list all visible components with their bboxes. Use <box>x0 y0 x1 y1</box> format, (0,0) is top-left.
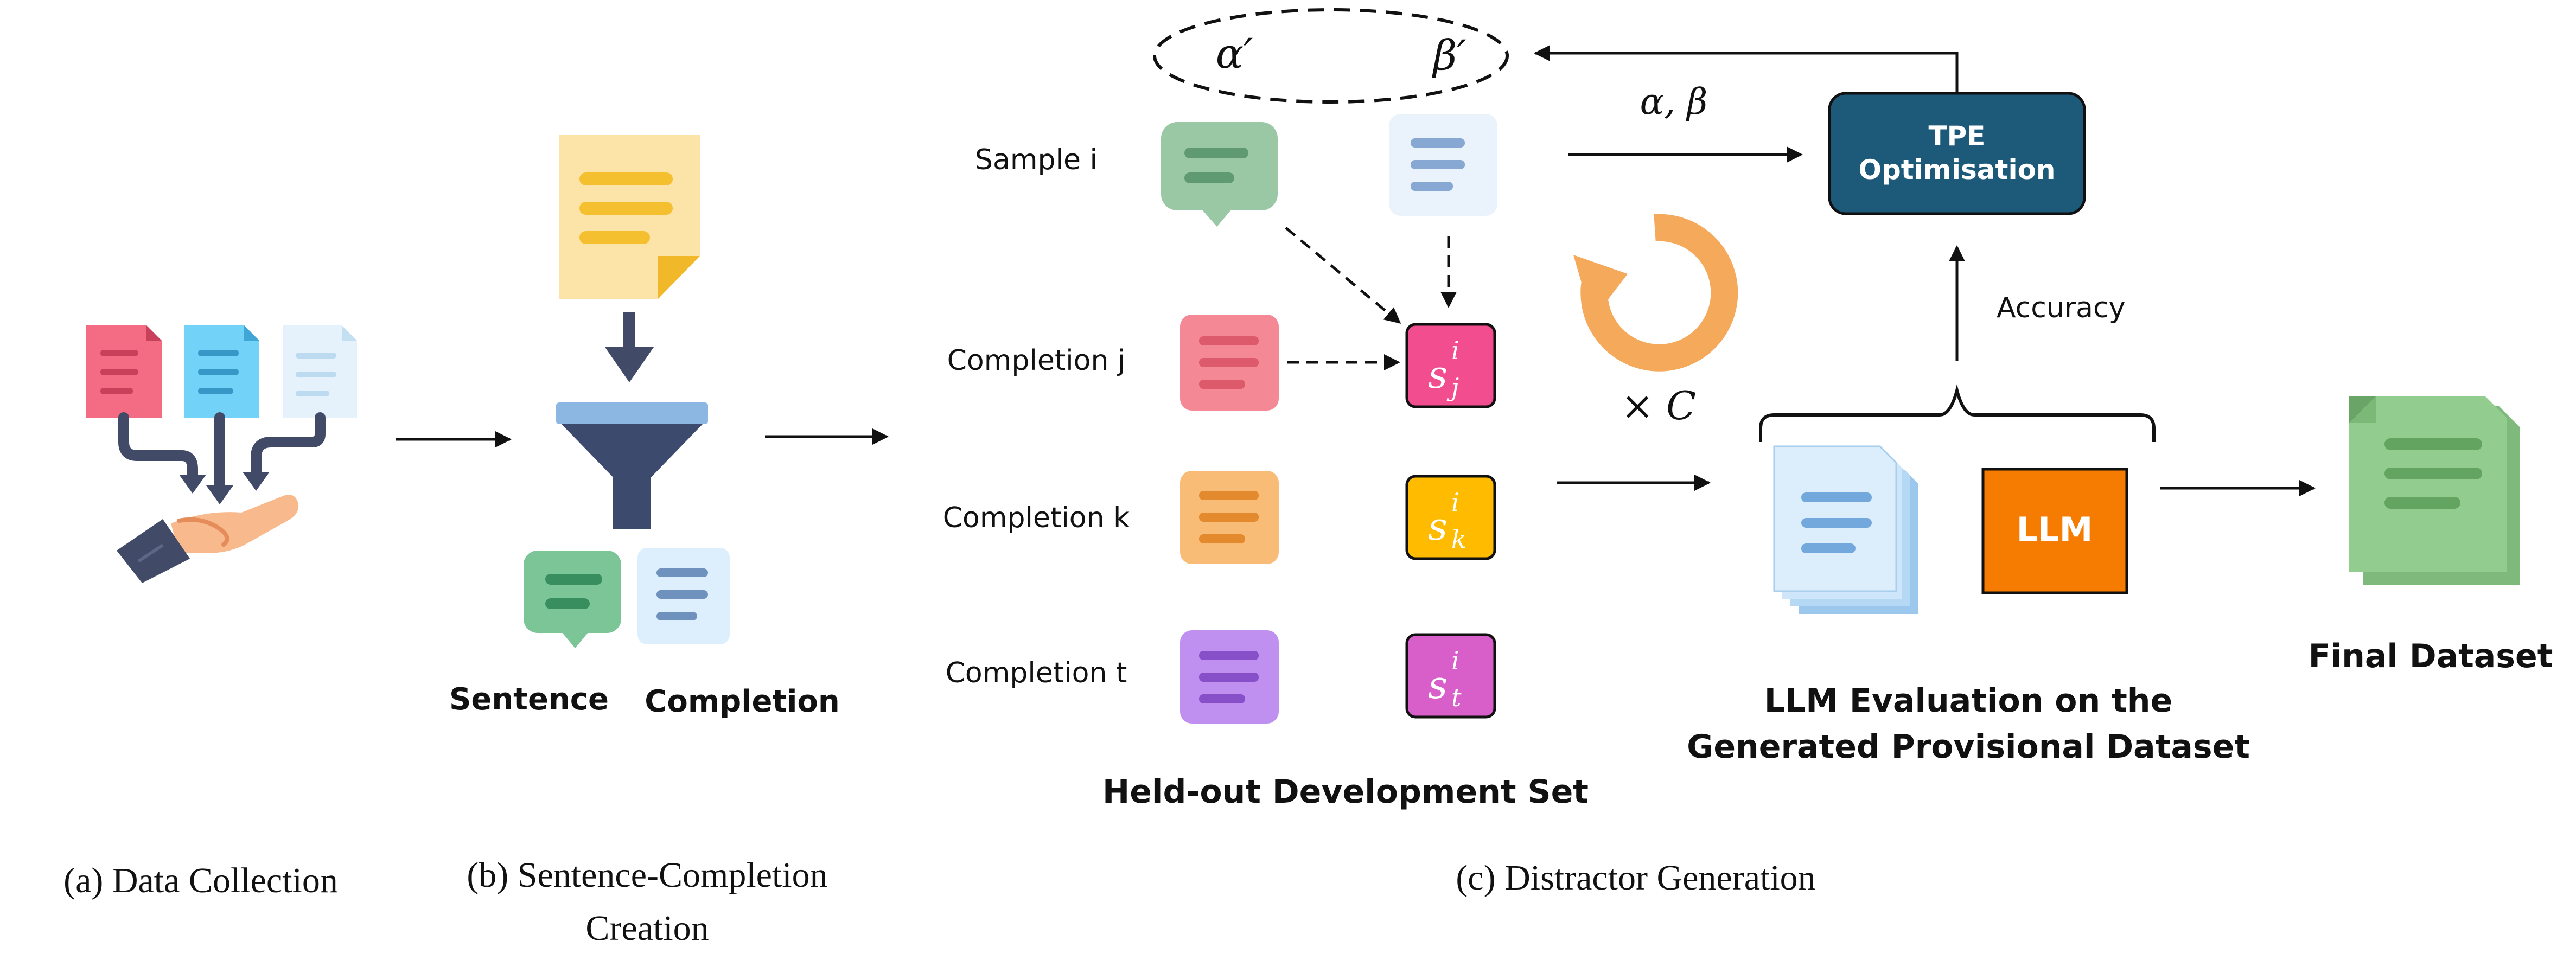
beta-prime-label: β′ <box>1431 31 1466 79</box>
parameter-ellipse <box>1153 8 1509 104</box>
times-c-label: × C <box>1621 383 1696 428</box>
sample-note-icon <box>1389 114 1497 216</box>
down-arrow-icon <box>605 312 654 382</box>
llm-box: LLM <box>1981 468 2128 594</box>
label-completion: Completion <box>645 684 840 719</box>
label-completion-j: Completion j <box>947 344 1126 377</box>
funnel-icon <box>556 402 708 529</box>
tpe-optimisation-box: TPE Optimisation <box>1828 92 2086 215</box>
label-completion-t: Completion t <box>946 657 1127 689</box>
label-held-out: Held-out Development Set <box>1102 773 1589 811</box>
llm-label: LLM <box>2017 510 2093 549</box>
svg-text:i: i <box>1451 646 1459 675</box>
dashed-arrow-sample-to-score <box>1285 227 1401 324</box>
document-icon <box>559 135 700 299</box>
label-completion-k: Completion k <box>943 502 1130 534</box>
tpe-label-line2: Optimisation <box>1858 154 2055 185</box>
svg-text:s: s <box>1428 663 1448 707</box>
red-document-icon <box>86 325 162 418</box>
alpha-prime-label: α′ <box>1216 29 1253 78</box>
caption-b-line1: (b) Sentence-Completion <box>467 855 827 895</box>
label-accuracy: Accuracy <box>1997 292 2125 324</box>
caption-c: (c) Distractor Generation <box>1456 858 1815 898</box>
chat-bubble-icon <box>524 551 621 648</box>
svg-text:s: s <box>1428 353 1448 397</box>
pale-document-icon <box>283 325 357 418</box>
document-stack-icon <box>1773 445 1918 614</box>
alpha-beta-label: α, β <box>1640 81 1708 123</box>
label-final-dataset: Final Dataset <box>2309 637 2553 675</box>
caption-a: (a) Data Collection <box>63 861 338 900</box>
score-box-t: s i t <box>1405 633 1496 719</box>
completion-k-card <box>1180 471 1279 564</box>
final-dataset-icon <box>2349 396 2520 585</box>
document-collection-icon <box>86 325 357 583</box>
blue-document-icon <box>184 325 259 418</box>
note-icon <box>637 548 730 644</box>
label-llm-eval-line1: LLM Evaluation on the <box>1764 682 2172 720</box>
svg-text:k: k <box>1451 524 1466 554</box>
arrow-tpe-to-parameters <box>1534 45 1959 93</box>
score-box-j: s i j <box>1405 323 1496 408</box>
completion-j-card <box>1180 315 1279 411</box>
sample-chat-icon <box>1161 122 1278 227</box>
label-llm-eval-line2: Generated Provisional Dataset <box>1687 728 2250 766</box>
evaluation-brace <box>1759 384 2156 442</box>
hand-icon <box>117 495 299 583</box>
score-box-k: s i k <box>1405 475 1496 560</box>
label-sample-i: Sample i <box>975 144 1098 176</box>
refresh-loop-icon <box>1573 214 1738 372</box>
svg-text:t: t <box>1451 683 1462 712</box>
svg-text:i: i <box>1451 336 1459 365</box>
svg-text:i: i <box>1451 488 1459 517</box>
completion-t-card <box>1180 630 1279 724</box>
label-sentence: Sentence <box>449 682 609 717</box>
svg-text:s: s <box>1428 504 1448 549</box>
tpe-label-line1: TPE <box>1929 120 1986 152</box>
caption-b-line2: Creation <box>585 908 709 948</box>
